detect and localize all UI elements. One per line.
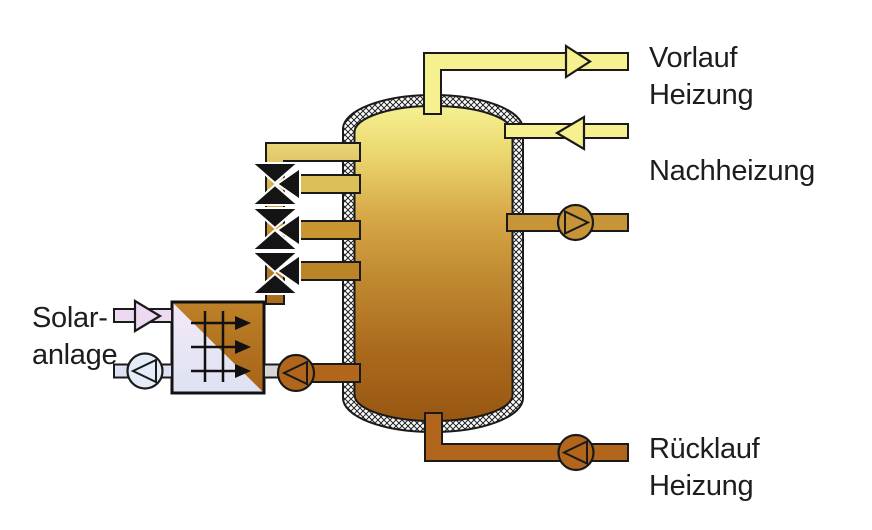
label-solaranlage: Solar- anlage	[32, 300, 118, 374]
pump-icon	[276, 353, 316, 393]
label-line: Heizung	[649, 470, 754, 502]
pumps	[126, 203, 595, 472]
pump-icon	[126, 352, 164, 390]
flow-arrows	[133, 43, 593, 333]
label-line: Rücklauf	[649, 433, 760, 465]
heat-exchanger-symbol	[191, 311, 238, 382]
label-line: Heizung	[649, 79, 754, 111]
stratification-valves	[249, 162, 301, 295]
label-nachheizung: Nachheizung	[649, 153, 815, 190]
flow-arrow-icon	[564, 43, 593, 80]
label-line: anlage	[32, 339, 118, 371]
pipe-stratifier-branch-2	[291, 220, 361, 240]
three-way-valve-icon	[249, 207, 301, 251]
tank-body	[353, 105, 514, 422]
three-way-valve-icon	[249, 162, 301, 206]
pump-icon	[556, 203, 595, 242]
flow-arrow-icon	[133, 299, 163, 333]
heat-exchanger-frame	[170, 300, 266, 395]
label-line: Vorlauf	[649, 42, 738, 74]
heat-exchanger-flow-arrows	[235, 316, 251, 378]
label-line: Solar-	[32, 302, 108, 334]
pipe-stratifier-branch-3	[291, 261, 361, 281]
pipe-stratifier-branch-1	[291, 174, 361, 194]
label-line: Nachheizung	[649, 155, 815, 187]
storage-tank	[342, 94, 524, 433]
label-vorlauf-heizung: Vorlauf Heizung	[649, 40, 754, 114]
label-ruecklauf-heizung: Rücklauf Heizung	[649, 431, 760, 505]
flow-arrow-icon	[554, 115, 586, 151]
pump-icon	[557, 433, 595, 472]
three-way-valve-icon	[249, 251, 301, 295]
heat-exchanger-icon	[170, 300, 266, 395]
